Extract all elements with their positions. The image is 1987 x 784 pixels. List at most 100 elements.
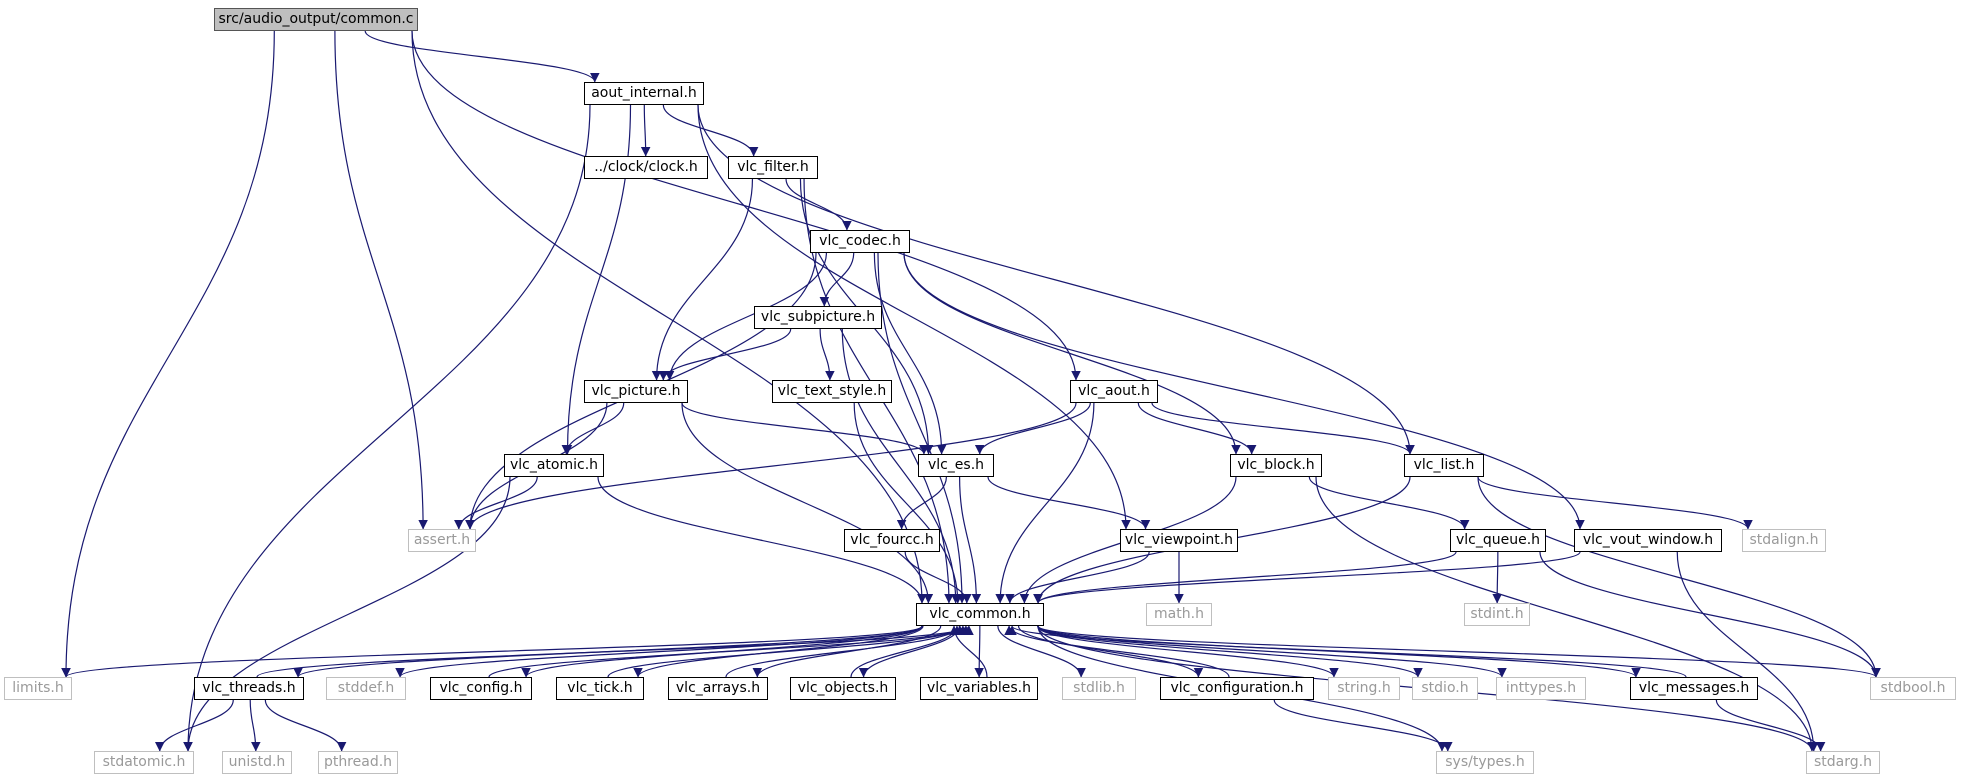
edge-aout_internal-to-vlc_filter	[662, 104, 759, 157]
edge-vlc_threads-to-vlc_common	[256, 625, 974, 678]
edge-common_c-to-vlc_common	[411, 30, 927, 604]
node-vlc-codec[interactable]: vlc_codec.h	[810, 230, 910, 253]
node-stdarg[interactable]: stdarg.h	[1806, 751, 1880, 774]
node-vlc-es[interactable]: vlc_es.h	[918, 454, 994, 477]
edge-vlc_queue-to-vlc_common	[1033, 551, 1457, 604]
node-pthread[interactable]: pthread.h	[318, 751, 398, 774]
edge-vlc_messages-to-stdarg	[1715, 699, 1826, 752]
edge-vlc_queue-to-stdbool	[1539, 551, 1881, 678]
node-assert[interactable]: assert.h	[408, 529, 476, 552]
edge-common_c-to-limits	[61, 30, 275, 678]
edge-common_c-to-assert	[334, 30, 428, 530]
node-vlc-fourcc[interactable]: vlc_fourcc.h	[844, 529, 940, 552]
node-vlc-messages[interactable]: vlc_messages.h	[1630, 677, 1758, 700]
node-stdio[interactable]: stdio.h	[1412, 677, 1478, 700]
node-vlc-variables[interactable]: vlc_variables.h	[920, 677, 1038, 700]
edge-vlc_subpicture-to-vlc_picture	[658, 328, 792, 381]
node-vlc-objects[interactable]: vlc_objects.h	[790, 677, 896, 700]
edge-vlc_text_style-to-vlc_common	[853, 402, 963, 604]
edge-vlc_threads-to-pthread	[264, 699, 347, 752]
edge-vlc_queue-to-stdint	[1492, 551, 1502, 604]
node-clock[interactable]: ../clock/clock.h	[584, 156, 708, 179]
edge-vlc_codec-to-vlc_subpicture	[819, 252, 855, 307]
edge-aout_internal-to-stdatomic	[183, 104, 591, 752]
node-vlc-arrays[interactable]: vlc_arrays.h	[668, 677, 768, 700]
node-inttypes[interactable]: inttypes.h	[1496, 677, 1586, 700]
edge-vlc_common-to-string	[1037, 625, 1339, 678]
edge-vlc_picture-to-vlc_common	[681, 402, 934, 604]
edge-vlc_common-to-vlc_arrays	[752, 625, 942, 678]
node-aout-internal[interactable]: aout_internal.h	[584, 82, 704, 105]
edge-vlc_aout-to-vlc_list	[1151, 402, 1415, 455]
edge-vlc_vout_window-to-stdarg	[1676, 551, 1819, 752]
edge-vlc_atomic-to-vlc_common	[597, 476, 927, 604]
edge-vlc_subpicture-to-vlc_text_style	[819, 328, 835, 381]
edge-vlc_filter-to-vlc_picture	[651, 178, 754, 381]
node-vlc-config[interactable]: vlc_config.h	[430, 677, 532, 700]
edge-vlc_messages-to-vlc_common	[1007, 625, 1687, 678]
node-vlc-vout-window[interactable]: vlc_vout_window.h	[1574, 529, 1722, 552]
node-unistd[interactable]: unistd.h	[222, 751, 292, 774]
edge-vlc_variables-to-vlc_common	[949, 625, 988, 678]
edge-vlc_aout-to-vlc_es	[974, 402, 1091, 455]
edge-vlc_aout-to-vlc_block	[1137, 402, 1257, 455]
node-vlc-threads[interactable]: vlc_threads.h	[194, 677, 304, 700]
edge-vlc_common-to-vlc_variables	[974, 625, 984, 678]
edge-vlc_vout_window-to-vlc_common	[1033, 551, 1581, 604]
node-vlc-tick[interactable]: vlc_tick.h	[556, 677, 644, 700]
edge-vlc_threads-to-stdatomic	[154, 699, 234, 752]
edge-vlc_configuration-to-vlc_common	[1004, 625, 1230, 678]
edge-vlc_picture-to-vlc_es	[681, 402, 929, 455]
node-limits[interactable]: limits.h	[4, 677, 72, 700]
edge-vlc_tick-to-vlc_common	[607, 625, 968, 678]
edge-vlc_filter-to-vlc_codec	[785, 178, 852, 231]
node-stdbool[interactable]: stdbool.h	[1870, 677, 1956, 700]
edge-vlc_picture-to-vlc_atomic	[561, 402, 625, 455]
edge-vlc_list-to-stdalign	[1477, 476, 1753, 530]
node-string[interactable]: string.h	[1328, 677, 1400, 700]
edge-vlc_subpicture-to-vlc_common	[841, 328, 961, 604]
edge-vlc_common-to-stdlib	[997, 625, 1086, 678]
node-vlc-viewpoint[interactable]: vlc_viewpoint.h	[1120, 529, 1238, 552]
edge-vlc_codec-to-vlc_common	[877, 252, 967, 604]
node-stdatomic[interactable]: stdatomic.h	[94, 751, 194, 774]
edge-vlc_configuration-to-sys_types	[1273, 699, 1453, 752]
edge-vlc_common-to-stdio	[1037, 625, 1423, 678]
edge-aout_internal-to-vlc_viewpoint	[697, 104, 1131, 530]
edge-vlc_es-to-vlc_viewpoint	[987, 476, 1151, 530]
edge-vlc_block-to-vlc_queue	[1308, 476, 1470, 530]
edge-common_c-to-aout_internal	[364, 30, 600, 83]
node-vlc-configuration[interactable]: vlc_configuration.h	[1160, 677, 1314, 700]
node-stdalign[interactable]: stdalign.h	[1742, 529, 1826, 552]
node-common-c[interactable]: src/audio_output/common.c	[214, 8, 418, 31]
edge-vlc_block-to-stdarg	[1315, 476, 1817, 752]
edge-vlc_common-to-stdbool	[1037, 625, 1881, 678]
edge-vlc_es-to-vlc_common	[959, 476, 982, 604]
node-stdint[interactable]: stdint.h	[1464, 603, 1530, 626]
edge-vlc_codec-to-vlc_picture	[664, 252, 827, 381]
edge-vlc_codec-to-vlc_vout_window	[903, 252, 1585, 530]
node-stdlib[interactable]: stdlib.h	[1062, 677, 1136, 700]
node-vlc-subpicture[interactable]: vlc_subpicture.h	[754, 306, 882, 329]
node-vlc-list[interactable]: vlc_list.h	[1404, 454, 1484, 477]
node-sys-types[interactable]: sys/types.h	[1436, 751, 1534, 774]
node-vlc-text-style[interactable]: vlc_text_style.h	[772, 380, 892, 403]
node-vlc-block[interactable]: vlc_block.h	[1230, 454, 1322, 477]
edge-vlc_aout-to-vlc_common	[995, 402, 1095, 604]
edge-vlc_common-to-stddef	[395, 625, 923, 678]
node-math[interactable]: math.h	[1146, 603, 1212, 626]
edge-aout_internal-to-clock	[640, 104, 651, 157]
node-vlc-filter[interactable]: vlc_filter.h	[728, 156, 818, 179]
edge-vlc_common-to-vlc_configuration	[1017, 625, 1204, 678]
node-vlc-picture[interactable]: vlc_picture.h	[584, 380, 688, 403]
edge-vlc_atomic-to-stdatomic	[183, 476, 511, 752]
edge-vlc_threads-to-unistd	[249, 699, 261, 752]
node-vlc-aout[interactable]: vlc_aout.h	[1070, 380, 1158, 403]
edge-vlc_common-to-inttypes	[1037, 625, 1507, 678]
edge-vlc_viewpoint-to-vlc_common	[1005, 551, 1150, 604]
node-stddef[interactable]: stddef.h	[326, 677, 406, 700]
node-vlc-queue[interactable]: vlc_queue.h	[1450, 529, 1546, 552]
node-vlc-atomic[interactable]: vlc_atomic.h	[504, 454, 604, 477]
edge-vlc_common-to-limits	[61, 625, 923, 678]
node-vlc-common[interactable]: vlc_common.h	[916, 603, 1044, 626]
